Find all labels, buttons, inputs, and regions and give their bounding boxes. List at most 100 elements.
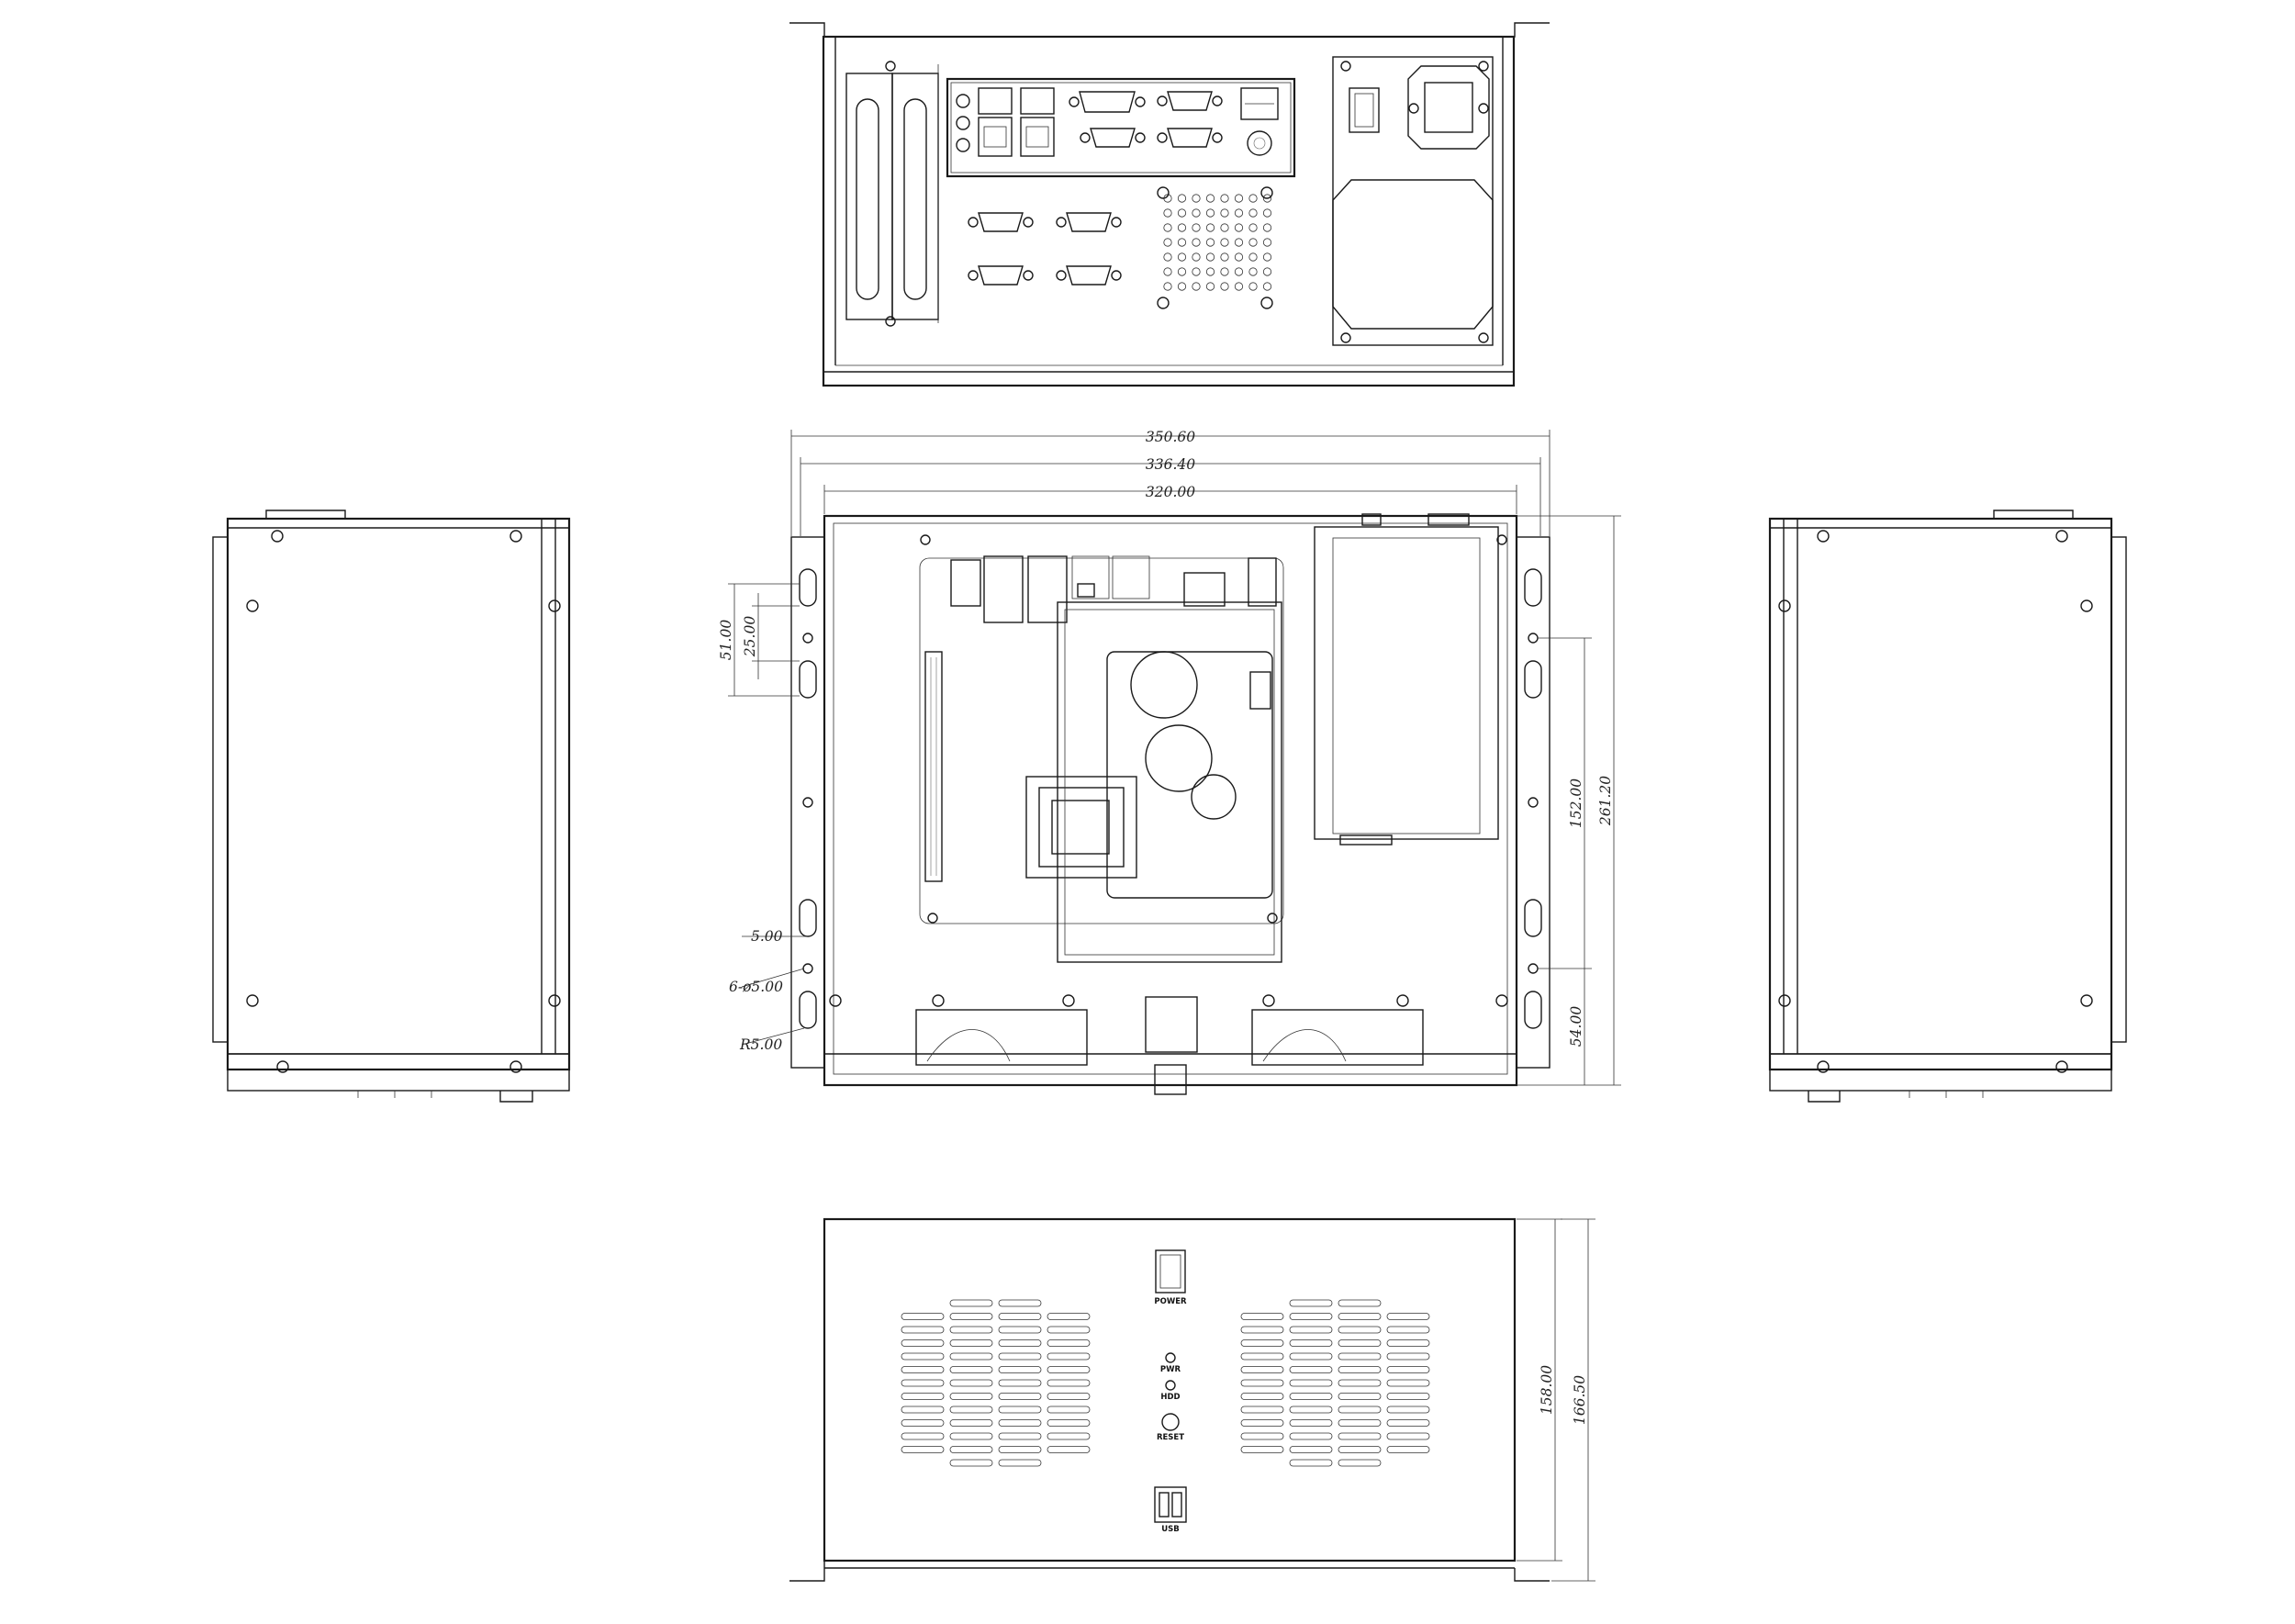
vent-hole — [1177, 194, 1187, 203]
vent-slot — [998, 1339, 1042, 1347]
dim-front-height-inner: 158.00 — [1539, 1365, 1555, 1415]
vent-slot — [1338, 1339, 1382, 1347]
vent-slot — [1386, 1406, 1430, 1414]
vent-hole — [1220, 282, 1229, 291]
vent-slot — [1338, 1446, 1382, 1453]
vent-slot — [998, 1459, 1042, 1467]
vent-hole — [1177, 267, 1187, 276]
vent-slot — [901, 1446, 945, 1453]
vent-slot — [1047, 1393, 1091, 1400]
vent-slot — [1240, 1366, 1284, 1373]
vent-hole — [1205, 223, 1215, 232]
vent-hole — [1205, 267, 1215, 276]
vent-hole — [1205, 194, 1215, 203]
vent-slot — [1386, 1379, 1430, 1387]
vent-slot — [949, 1446, 993, 1453]
usb-label: USB — [1161, 1525, 1180, 1534]
right-side-view — [1768, 510, 2127, 1103]
serial-ports — [968, 212, 1122, 286]
vent-hole — [1220, 267, 1229, 276]
vent-grid — [1163, 194, 1272, 291]
vent-hole — [1248, 194, 1258, 203]
vent-slot — [1289, 1326, 1333, 1334]
hdd-led-icon — [1165, 1380, 1176, 1391]
vent-slot — [1240, 1326, 1284, 1334]
vent-hole — [1220, 223, 1229, 232]
vent-slot — [1240, 1352, 1284, 1361]
vent-slot — [1047, 1352, 1091, 1361]
vent-slot — [949, 1406, 993, 1414]
vent-slot — [1386, 1313, 1430, 1320]
vent-hole — [1248, 223, 1258, 232]
vent-slot — [901, 1406, 945, 1414]
vent-slot — [1289, 1339, 1333, 1347]
power-switch[interactable] — [1155, 1249, 1186, 1294]
front-view — [789, 1217, 1595, 1582]
vent-hole — [1192, 252, 1201, 262]
reset-button[interactable] — [1161, 1413, 1180, 1431]
rear-io-view — [789, 22, 1550, 387]
vent-slot — [1047, 1326, 1091, 1334]
vent-slot — [1338, 1326, 1382, 1334]
vent-hole — [1234, 252, 1244, 262]
vent-hole — [1163, 252, 1172, 262]
vent-slot — [1338, 1459, 1382, 1467]
vent-hole — [1163, 282, 1172, 291]
vent-slot — [901, 1326, 945, 1334]
dim-width-inner: 320.00 — [1146, 484, 1195, 500]
vent-slot — [998, 1313, 1042, 1320]
vent-slot — [901, 1352, 945, 1361]
vent-slot — [1338, 1393, 1382, 1400]
vent-hole — [1248, 267, 1258, 276]
vent-hole — [1234, 208, 1244, 218]
fans — [915, 994, 1424, 1066]
vent-hole — [1163, 238, 1172, 247]
vent-slot — [949, 1393, 993, 1400]
vent-slot — [998, 1352, 1042, 1361]
vent-slot — [1338, 1432, 1382, 1440]
expansion-slots — [845, 61, 939, 327]
vent-slot — [1289, 1366, 1333, 1373]
vent-slot — [1240, 1379, 1284, 1387]
usb-ports[interactable] — [1154, 1486, 1187, 1523]
vent-slot — [1289, 1419, 1333, 1427]
vent-hole — [1262, 267, 1272, 276]
hdd-bay — [1057, 601, 1282, 963]
vent-hole — [1177, 252, 1187, 262]
vent-slot — [1338, 1406, 1382, 1414]
psu-section — [1332, 56, 1494, 346]
vent-hole — [1192, 194, 1201, 203]
vent-hole — [1234, 238, 1244, 247]
vent-slot — [1240, 1393, 1284, 1400]
vent-hole — [1163, 208, 1172, 218]
vent-slot — [1386, 1326, 1430, 1334]
vent-slot — [1240, 1339, 1284, 1347]
vent-hole — [1220, 252, 1229, 262]
vent-slot — [949, 1313, 993, 1320]
vent-slot — [1240, 1446, 1284, 1453]
vent-slot — [1047, 1313, 1091, 1320]
vent-slot — [1047, 1432, 1091, 1440]
vent-slot — [1338, 1352, 1382, 1361]
vent-slot — [1289, 1299, 1333, 1307]
vent-hole — [1234, 194, 1244, 203]
vent-slot — [1386, 1393, 1430, 1400]
vent-slot — [1386, 1339, 1430, 1347]
psu-box — [1314, 513, 1499, 846]
vent-hole — [1262, 223, 1272, 232]
dim-width-outer: 350.60 — [1146, 429, 1195, 445]
vent-slot — [949, 1459, 993, 1467]
vent-hole — [1192, 238, 1201, 247]
vent-slot — [949, 1366, 993, 1373]
vent-slot — [1289, 1459, 1333, 1467]
dim-edge-offset: 5.00 — [751, 928, 783, 945]
vent-hole — [1220, 194, 1229, 203]
front-vent-left — [901, 1299, 1091, 1467]
vent-slot — [1289, 1379, 1333, 1387]
vent-slot — [901, 1393, 945, 1400]
vent-slot — [998, 1432, 1042, 1440]
vent-hole — [1262, 252, 1272, 262]
hdd-led-label: HDD — [1160, 1393, 1180, 1402]
vent-slot — [901, 1339, 945, 1347]
vent-slot — [1289, 1393, 1333, 1400]
